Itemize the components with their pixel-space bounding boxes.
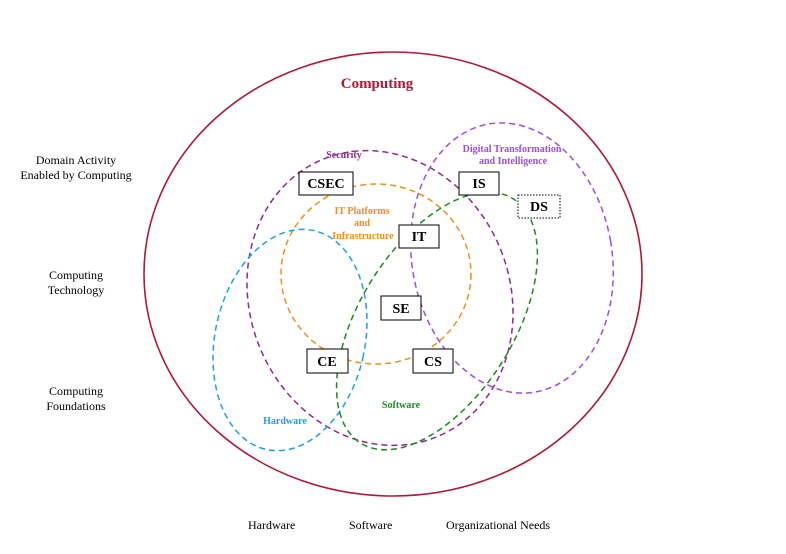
discipline-box-it: IT	[398, 224, 440, 249]
hardware-region-label: Hardware	[263, 416, 307, 427]
it-platforms-label-line1: IT Platforms	[334, 206, 389, 217]
bottom-label-hardware: Hardware	[248, 518, 296, 532]
discipline-ds-label: DS	[530, 200, 548, 215]
discipline-box-se: SE	[380, 295, 422, 321]
side-label-domain-activity: Domain Activity Enabled by Computing	[20, 153, 132, 182]
software-region-label: Software	[382, 400, 421, 411]
discipline-ce-label: CE	[317, 355, 336, 370]
hardware-ellipse	[212, 228, 368, 452]
it-platforms-ellipse	[280, 183, 472, 365]
discipline-cs-label: CS	[424, 355, 442, 370]
discipline-se-label: SE	[392, 302, 409, 317]
side-label-computing-technology: Computing Technology	[47, 268, 105, 297]
computing-outer-ellipse	[143, 51, 643, 497]
discipline-box-is: IS	[458, 171, 500, 196]
digital-transformation-label-line1: Digital Transformation	[463, 144, 562, 155]
discipline-it-label: IT	[412, 230, 427, 245]
security-label: Security	[326, 150, 362, 161]
discipline-box-ds: DS	[517, 194, 561, 219]
side-label-computing-foundations: Computing Foundations	[46, 384, 106, 413]
digital-transformation-label-line2: and Intelligence	[479, 156, 548, 167]
it-platforms-label-line3: Infrastructure	[332, 231, 394, 242]
discipline-is-label: IS	[472, 177, 485, 192]
computing-title: Computing	[341, 76, 414, 92]
discipline-box-cs: CS	[412, 348, 454, 374]
discipline-csec-label: CSEC	[307, 177, 344, 192]
it-platforms-label-line2: and	[354, 218, 371, 229]
security-ellipse	[246, 149, 514, 447]
digital-transformation-ellipse	[409, 122, 615, 394]
bottom-label-organizational-needs: Organizational Needs	[446, 518, 551, 532]
discipline-box-csec: CSEC	[298, 171, 354, 196]
bottom-label-software: Software	[349, 518, 393, 532]
software-ellipse	[335, 191, 539, 451]
discipline-box-ce: CE	[306, 348, 349, 374]
